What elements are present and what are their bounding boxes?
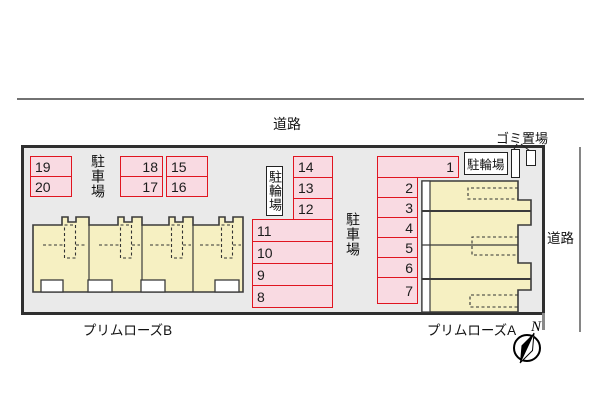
building-a-name: プリムローズA [426, 323, 517, 338]
parking-lot-label-left: 駐車場 [90, 154, 106, 199]
parking-space-5: 5 [377, 237, 418, 258]
parking-space-3: 3 [377, 197, 418, 218]
road-label-top: 道路 [273, 116, 301, 132]
parking-space-7: 7 [377, 277, 418, 304]
parking-space-14: 14 [293, 156, 333, 178]
parking-space-12: 12 [293, 198, 333, 220]
building-b-name: プリムローズB [82, 323, 173, 338]
bicycle-parking-label-right: 駐輪場 [464, 152, 508, 175]
parking-space-11: 11 [252, 219, 333, 242]
parking-space-13: 13 [293, 177, 333, 199]
parking-space-19: 19 [30, 156, 72, 177]
parking-space-9: 9 [252, 263, 333, 286]
parking-space-6: 6 [377, 257, 418, 278]
bicycle-rack-box [511, 149, 520, 178]
parking-space-8: 8 [252, 285, 333, 308]
parking-space-18: 18 [120, 156, 163, 177]
parking-space-17: 17 [120, 176, 163, 197]
parking-lot-label-mid: 駐車場 [345, 212, 361, 257]
garbage-area-label: ゴミ置場 [496, 131, 549, 146]
parking-space-4: 4 [377, 217, 418, 238]
road-label-right: 道路 [547, 231, 574, 246]
garbage-box [526, 150, 536, 166]
parking-space-1: 1 [377, 156, 459, 178]
parking-space-10: 10 [252, 241, 333, 264]
parking-space-16: 16 [166, 176, 208, 197]
parking-space-15: 15 [166, 156, 208, 177]
parking-space-20: 20 [30, 176, 72, 197]
parking-space-2: 2 [377, 177, 418, 198]
bicycle-parking-label-mid: 駐輪場 [266, 166, 283, 216]
